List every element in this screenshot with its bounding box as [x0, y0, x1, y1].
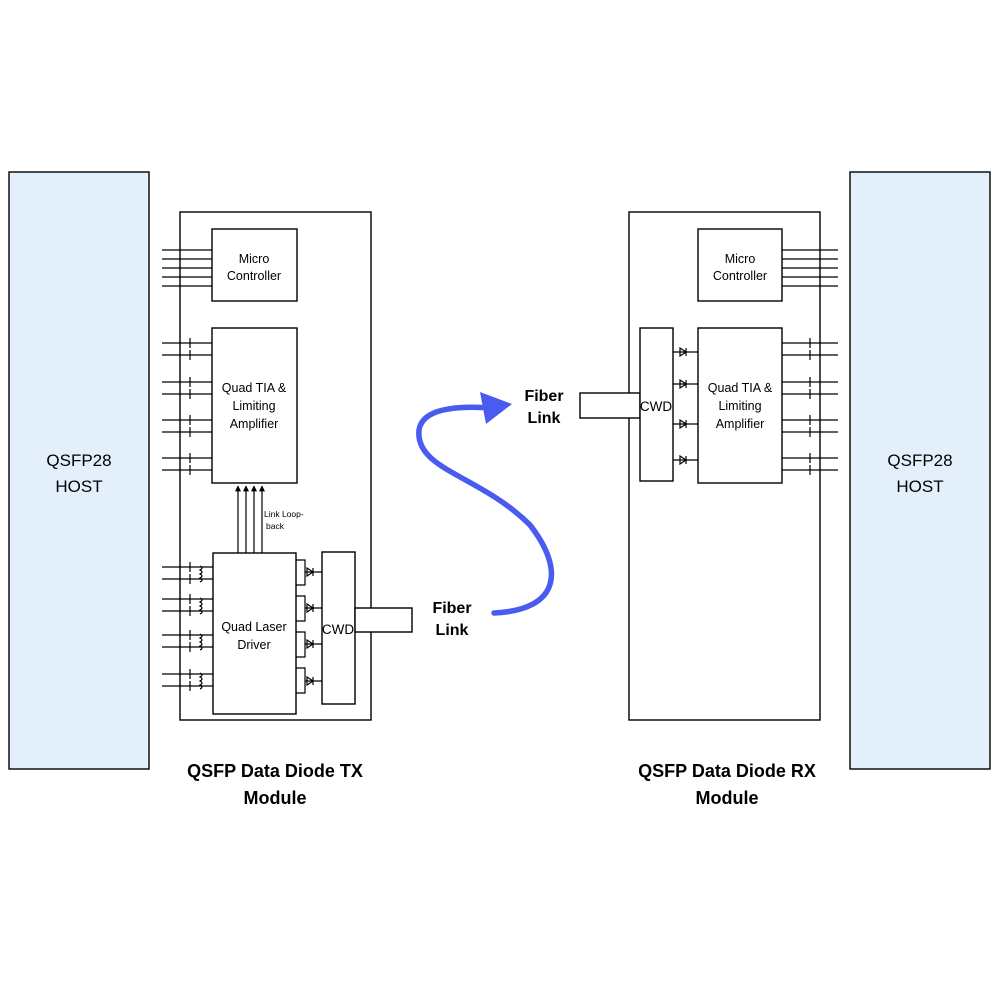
tx-cwd: [321, 551, 356, 705]
tx-laser-input-wires: [162, 562, 213, 691]
tx-micro-label-2: Controller: [227, 269, 281, 283]
tx-micro-label-1: Micro: [239, 252, 270, 266]
fiber-lower-label-2: Link: [436, 622, 469, 639]
tx-laser-label-1: Quad Laser: [221, 620, 286, 634]
rx-photodiodes: [673, 346, 698, 466]
fiber-lower-label-1: Fiber: [432, 600, 471, 617]
tx-laser-diodes: [296, 559, 322, 694]
rx-cwd-label: CWD: [640, 399, 672, 414]
tx-caption-line1: QSFP Data Diode TX: [187, 761, 363, 781]
tx-quad-tia: [211, 327, 298, 484]
tx-loopback-arrows: [235, 485, 265, 553]
tx-tia-label-3: Amplifier: [230, 417, 279, 431]
tx-cwd-label: CWD: [322, 622, 354, 637]
rx-tia-label-1: Quad TIA &: [708, 381, 773, 395]
tx-fiber-port: [354, 607, 413, 633]
rx-tia-label-3: Amplifier: [716, 417, 765, 431]
tx-caption-line2: Module: [244, 788, 307, 808]
tx-laser-label-2: Driver: [237, 638, 270, 652]
tx-module: Micro Controller Quad TIA & Limiting Amp…: [162, 211, 413, 808]
rx-fiber-port: [579, 392, 641, 419]
rx-module: Micro Controller CWD Quad TIA & Limiting: [579, 211, 838, 808]
left-host-label-line2: HOST: [55, 477, 102, 496]
left-host: QSFP28 HOST: [8, 171, 150, 770]
tx-micro-wires: [162, 249, 212, 287]
fiber-upper-label-2: Link: [528, 410, 561, 427]
rx-micro-label-1: Micro: [725, 252, 756, 266]
rx-tia-wires: [782, 338, 838, 475]
tx-quad-laser-driver: [212, 552, 297, 715]
rx-micro-wires: [782, 249, 838, 287]
rx-caption-line2: Module: [696, 788, 759, 808]
fiber-link-curve: [416, 404, 555, 616]
fiber-arrowhead-icon: [480, 392, 512, 424]
rx-micro-label-2: Controller: [713, 269, 767, 283]
fiber-upper-label-1: Fiber: [524, 388, 563, 405]
left-host-label-line1: QSFP28: [46, 451, 111, 470]
tx-tia-label-1: Quad TIA &: [222, 381, 287, 395]
rx-cwd: [639, 327, 674, 482]
right-host-label-line2: HOST: [896, 477, 943, 496]
tx-tia-wires: [162, 338, 212, 475]
rx-quad-tia: [697, 327, 783, 484]
tx-loopback-label-2: back: [266, 521, 285, 531]
rx-tia-label-2: Limiting: [718, 399, 761, 413]
rx-micro-controller: [697, 228, 783, 302]
tx-micro-controller: [211, 228, 298, 302]
fiber-link: Fiber Link Fiber Link: [416, 388, 564, 639]
tx-tia-label-2: Limiting: [232, 399, 275, 413]
right-host-label-line1: QSFP28: [887, 451, 952, 470]
tx-loopback-label-1: Link Loop-: [264, 509, 304, 519]
rx-caption-line1: QSFP Data Diode RX: [638, 761, 816, 781]
right-host: QSFP28 HOST: [849, 171, 991, 770]
